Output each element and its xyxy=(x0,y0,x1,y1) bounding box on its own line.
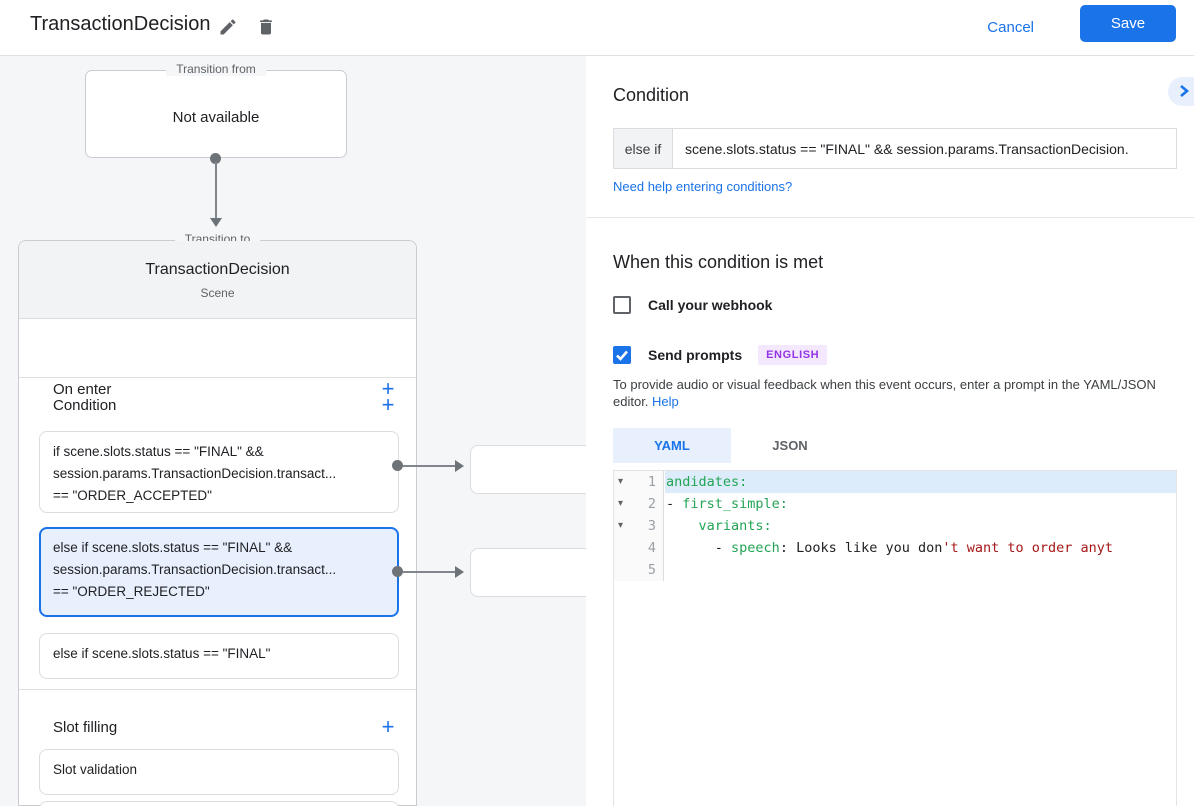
add-on-enter-button[interactable]: + xyxy=(376,377,400,401)
connector-dot xyxy=(392,566,403,577)
code-line[interactable]: ▾3 variants: xyxy=(614,515,1176,537)
delete-button[interactable] xyxy=(252,14,280,42)
code-token-key: andidates: xyxy=(666,474,748,490)
partial-card[interactable] xyxy=(39,801,399,806)
fold-arrow-icon[interactable]: ▾ xyxy=(618,520,624,531)
editor-gutter: ▾2 xyxy=(614,493,664,515)
call-webhook-checkbox[interactable] xyxy=(613,296,631,314)
flow-canvas: Transition from Not available Transition… xyxy=(0,56,586,806)
code-line[interactable]: ▾2- first_simple: xyxy=(614,493,1176,515)
condition-prefix-label: else if xyxy=(613,128,672,169)
code-token-string: 't want to order anyt xyxy=(942,540,1114,556)
send-prompts-checkbox[interactable] xyxy=(613,346,631,364)
send-prompts-label: Send prompts xyxy=(648,347,743,363)
add-condition-button[interactable]: + xyxy=(376,393,400,417)
code-line-content xyxy=(665,559,1176,581)
top-bar: TransactionDecision Cancel Save xyxy=(0,0,1194,56)
call-webhook-label: Call your webhook xyxy=(648,297,773,313)
language-badge: ENGLISH xyxy=(758,345,828,365)
code-line[interactable]: 4 - speech: Looks like you don't want to… xyxy=(614,537,1176,559)
code-line-content: - first_simple: xyxy=(665,493,1176,515)
arrow-down-icon xyxy=(210,218,222,227)
condition-expression-input[interactable] xyxy=(672,128,1177,169)
code-token-key: speech xyxy=(731,540,780,556)
editor-tabs: YAML JSON xyxy=(613,428,849,463)
code-token-key: variants: xyxy=(698,518,772,534)
transition-from-legend: Transition from xyxy=(166,62,266,76)
condition-help-link[interactable]: Need help entering conditions? xyxy=(613,179,793,194)
webhook-row: Call your webhook xyxy=(613,296,772,314)
connector-dot xyxy=(392,460,403,471)
code-token-plain: : Looks like you don xyxy=(779,540,943,556)
line-number: 4 xyxy=(647,540,656,556)
cancel-button[interactable]: Cancel xyxy=(977,11,1044,44)
panel-divider xyxy=(586,217,1194,218)
transition-target-box[interactable] xyxy=(470,548,586,597)
line-number: 1 xyxy=(647,474,656,490)
transition-from-value: Not available xyxy=(172,109,260,126)
arrow-right-icon xyxy=(455,566,464,578)
editor-gutter: ▾1 xyxy=(614,471,664,493)
help-link[interactable]: Help xyxy=(652,394,679,409)
code-line-content: variants: xyxy=(665,515,1176,537)
code-line-content: - speech: Looks like you don't want to o… xyxy=(665,537,1176,559)
code-token-key: first_simple: xyxy=(682,496,788,512)
editor-gutter: 4 xyxy=(614,537,664,559)
editor-gutter: 5 xyxy=(614,559,664,581)
slot-filling-label: Slot filling xyxy=(53,719,118,736)
scene-card-header[interactable]: TransactionDecision Scene xyxy=(19,241,416,319)
editor-gutter: ▾3 xyxy=(614,515,664,537)
condition-editor-panel: Condition else if Need help entering con… xyxy=(586,56,1194,806)
add-slot-button[interactable]: + xyxy=(376,715,400,739)
prompt-hint-text: To provide audio or visual feedback when… xyxy=(613,376,1179,410)
code-token-plain: - xyxy=(666,496,683,512)
tab-yaml[interactable]: YAML xyxy=(613,428,731,463)
connector-line xyxy=(403,465,455,467)
section-divider xyxy=(19,689,416,690)
scene-type-label: Scene xyxy=(200,286,235,300)
connector-dot xyxy=(210,153,221,164)
code-line[interactable]: 5 xyxy=(614,559,1176,581)
transition-target-box[interactable] xyxy=(470,445,586,494)
code-token-plain: - xyxy=(666,540,732,556)
fold-arrow-icon[interactable]: ▾ xyxy=(618,498,624,509)
prompt-hint-body: To provide audio or visual feedback when… xyxy=(613,377,1156,409)
scene-name: TransactionDecision xyxy=(145,261,290,278)
save-button[interactable]: Save xyxy=(1080,5,1176,42)
fold-arrow-icon[interactable]: ▾ xyxy=(618,476,624,487)
condition-card-rejected-selected[interactable]: else if scene.slots.status == "FINAL" &&… xyxy=(39,527,399,617)
line-number: 5 xyxy=(647,562,656,578)
code-line-content: andidates: xyxy=(665,471,1176,493)
connector-line xyxy=(215,162,217,220)
tab-json[interactable]: JSON xyxy=(731,428,849,463)
line-number: 2 xyxy=(647,496,656,512)
scene-card: Transition to TransactionDecision Scene … xyxy=(18,232,417,806)
edit-button[interactable] xyxy=(214,14,242,42)
plus-icon: + xyxy=(381,392,395,417)
trash-icon xyxy=(256,19,276,40)
slot-validation-card[interactable]: Slot validation xyxy=(39,749,399,795)
collapse-panel-button[interactable] xyxy=(1168,77,1194,106)
arrow-right-icon xyxy=(455,460,464,472)
line-number: 3 xyxy=(647,518,656,534)
connector-line xyxy=(403,571,455,573)
page-title: TransactionDecision xyxy=(30,13,211,35)
on-enter-label: On enter xyxy=(53,381,112,398)
condition-card-accepted[interactable]: if scene.slots.status == "FINAL" && sess… xyxy=(39,431,399,513)
condition-heading: Condition xyxy=(613,85,690,105)
plus-icon: + xyxy=(381,714,395,739)
section-divider xyxy=(19,377,416,378)
condition-card-final[interactable]: else if scene.slots.status == "FINAL" xyxy=(39,633,399,679)
pencil-icon xyxy=(218,18,238,40)
transition-from-box[interactable]: Transition from Not available xyxy=(85,62,347,158)
send-prompts-row: Send prompts ENGLISH xyxy=(613,345,828,365)
code-token-plain xyxy=(666,518,699,534)
plus-icon: + xyxy=(381,376,395,401)
condition-section-label: Condition xyxy=(53,397,117,414)
condition-expression-row: else if xyxy=(613,128,1177,169)
when-condition-met-heading: When this condition is met xyxy=(613,252,824,272)
